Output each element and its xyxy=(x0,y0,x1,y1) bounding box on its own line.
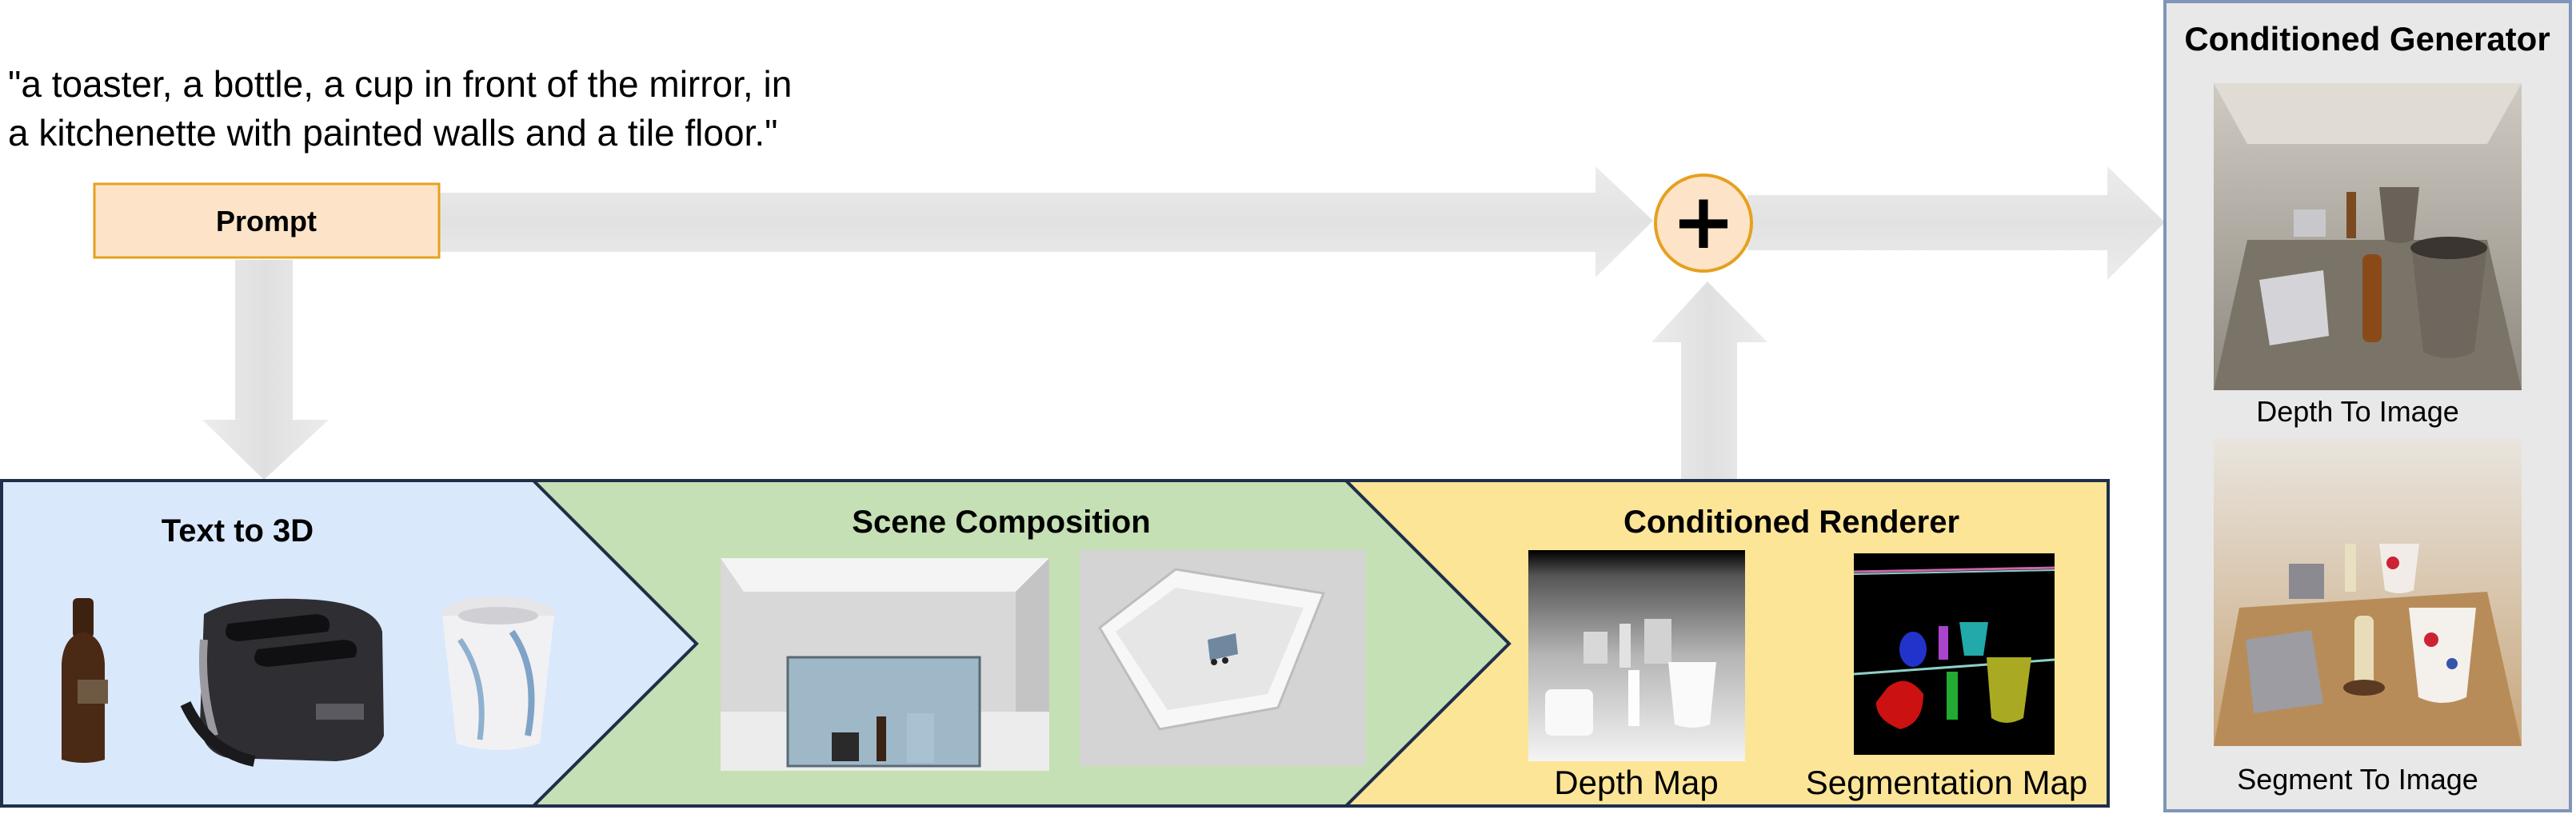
segment-to-image-output xyxy=(2214,438,2522,746)
segmentation-map-image xyxy=(1854,553,2055,755)
conditioned-generator-panel: Conditioned Generator Depth To Image xyxy=(2165,2,2570,811)
scene-composition-title: Scene Composition xyxy=(852,505,1150,540)
prompt-box: Prompt xyxy=(94,184,439,257)
conditioned-renderer-title: Conditioned Renderer xyxy=(1623,505,1959,540)
depth-to-image-caption: Depth To Image xyxy=(2256,395,2459,428)
prompt-caption-line-1: "a toaster, a bottle, a cup in front of … xyxy=(8,63,792,105)
depth-to-image-output xyxy=(2214,83,2522,390)
conditioned-generator-title: Conditioned Generator xyxy=(2184,20,2550,58)
combine-node: + xyxy=(1655,175,1751,271)
arrow-renderer-to-combine xyxy=(1651,281,1767,481)
segmentation-map-label: Segmentation Map xyxy=(1806,764,2088,801)
depth-map-image xyxy=(1528,550,1745,761)
scene-view-front xyxy=(721,558,1049,771)
arrow-prompt-to-combine xyxy=(438,166,1653,277)
prompt-label: Prompt xyxy=(216,205,317,237)
arrow-prompt-to-text-to-3d xyxy=(202,260,329,480)
scene-view-top xyxy=(1080,550,1366,766)
toaster-model xyxy=(186,599,384,761)
prompt-caption-line-2: a kitchenette with painted walls and a t… xyxy=(8,112,777,154)
cup-model xyxy=(442,597,554,750)
depth-map-label: Depth Map xyxy=(1554,764,1718,801)
text-to-3d-title: Text to 3D xyxy=(162,513,314,549)
segment-to-image-caption: Segment To Image xyxy=(2237,763,2478,796)
plus-icon: + xyxy=(1671,177,1735,266)
arrow-combine-to-generator xyxy=(1747,166,2165,280)
